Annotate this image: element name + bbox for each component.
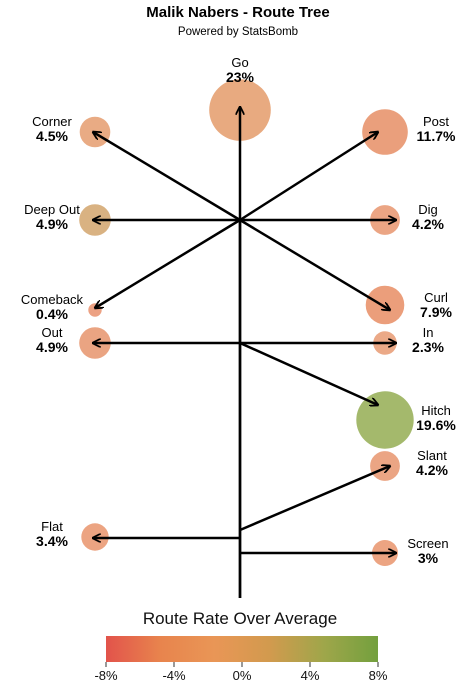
colorbar: Route Rate Over Average -8% -4% 0% 4% 8% bbox=[94, 609, 387, 682]
route-circle-slant bbox=[370, 451, 400, 481]
route-arrow-hitch bbox=[239, 341, 378, 405]
route-pct-dig: 4.2% bbox=[412, 216, 444, 232]
route-name-go: Go bbox=[231, 55, 248, 70]
route-pct-out: 4.9% bbox=[36, 339, 68, 355]
route-name-curl: Curl bbox=[424, 290, 448, 305]
route-pct-in: 2.3% bbox=[412, 339, 444, 355]
route-arrow-slant bbox=[239, 466, 390, 532]
route-name-corner: Corner bbox=[32, 114, 72, 129]
route-name-screen: Screen bbox=[407, 536, 448, 551]
route-name-post: Post bbox=[423, 114, 449, 129]
route-pct-screen: 3% bbox=[418, 550, 439, 566]
colorbar-ticks: -8% -4% 0% 4% 8% bbox=[94, 662, 388, 682]
route-arrow-curl bbox=[239, 218, 390, 310]
route-pct-comeback: 0.4% bbox=[36, 306, 68, 322]
route-pct-flat: 3.4% bbox=[36, 533, 68, 549]
figure-subtitle: Powered by StatsBomb bbox=[178, 26, 298, 38]
route-pct-corner: 4.5% bbox=[36, 128, 68, 144]
route-circle-curl bbox=[365, 285, 405, 325]
route-pct-go: 23% bbox=[226, 69, 255, 85]
route-arrows bbox=[93, 107, 396, 598]
route-name-comeback: Comeback bbox=[21, 292, 84, 307]
route-pct-slant: 4.2% bbox=[416, 462, 448, 478]
colorbar-title: Route Rate Over Average bbox=[143, 609, 337, 628]
route-name-in: In bbox=[423, 325, 434, 340]
colorbar-tick-label: 4% bbox=[301, 668, 320, 682]
route-name-out: Out bbox=[42, 325, 63, 340]
colorbar-tick-label: -4% bbox=[162, 668, 186, 682]
route-arrow-comeback bbox=[95, 218, 241, 308]
route-arrow-corner bbox=[93, 132, 241, 222]
route-circle-post bbox=[362, 109, 408, 155]
route-pct-post: 11.7% bbox=[417, 128, 456, 144]
colorbar-tick-label: -8% bbox=[94, 668, 118, 682]
route-name-dig: Dig bbox=[418, 202, 438, 217]
route-pct-deep-out: 4.9% bbox=[36, 216, 68, 232]
route-circles bbox=[79, 79, 414, 566]
route-arrow-post bbox=[239, 132, 378, 222]
route-name-flat: Flat bbox=[41, 519, 63, 534]
colorbar-gradient bbox=[106, 636, 378, 662]
route-name-slant: Slant bbox=[417, 448, 447, 463]
figure-title: Malik Nabers - Route Tree bbox=[146, 4, 329, 21]
route-name-deep-out: Deep Out bbox=[24, 202, 80, 217]
route-pct-hitch: 19.6% bbox=[416, 417, 456, 433]
colorbar-tick-label: 0% bbox=[233, 668, 252, 682]
route-name-hitch: Hitch bbox=[421, 403, 451, 418]
route-pct-curl: 7.9% bbox=[420, 304, 452, 320]
colorbar-tick-label: 8% bbox=[369, 668, 388, 682]
